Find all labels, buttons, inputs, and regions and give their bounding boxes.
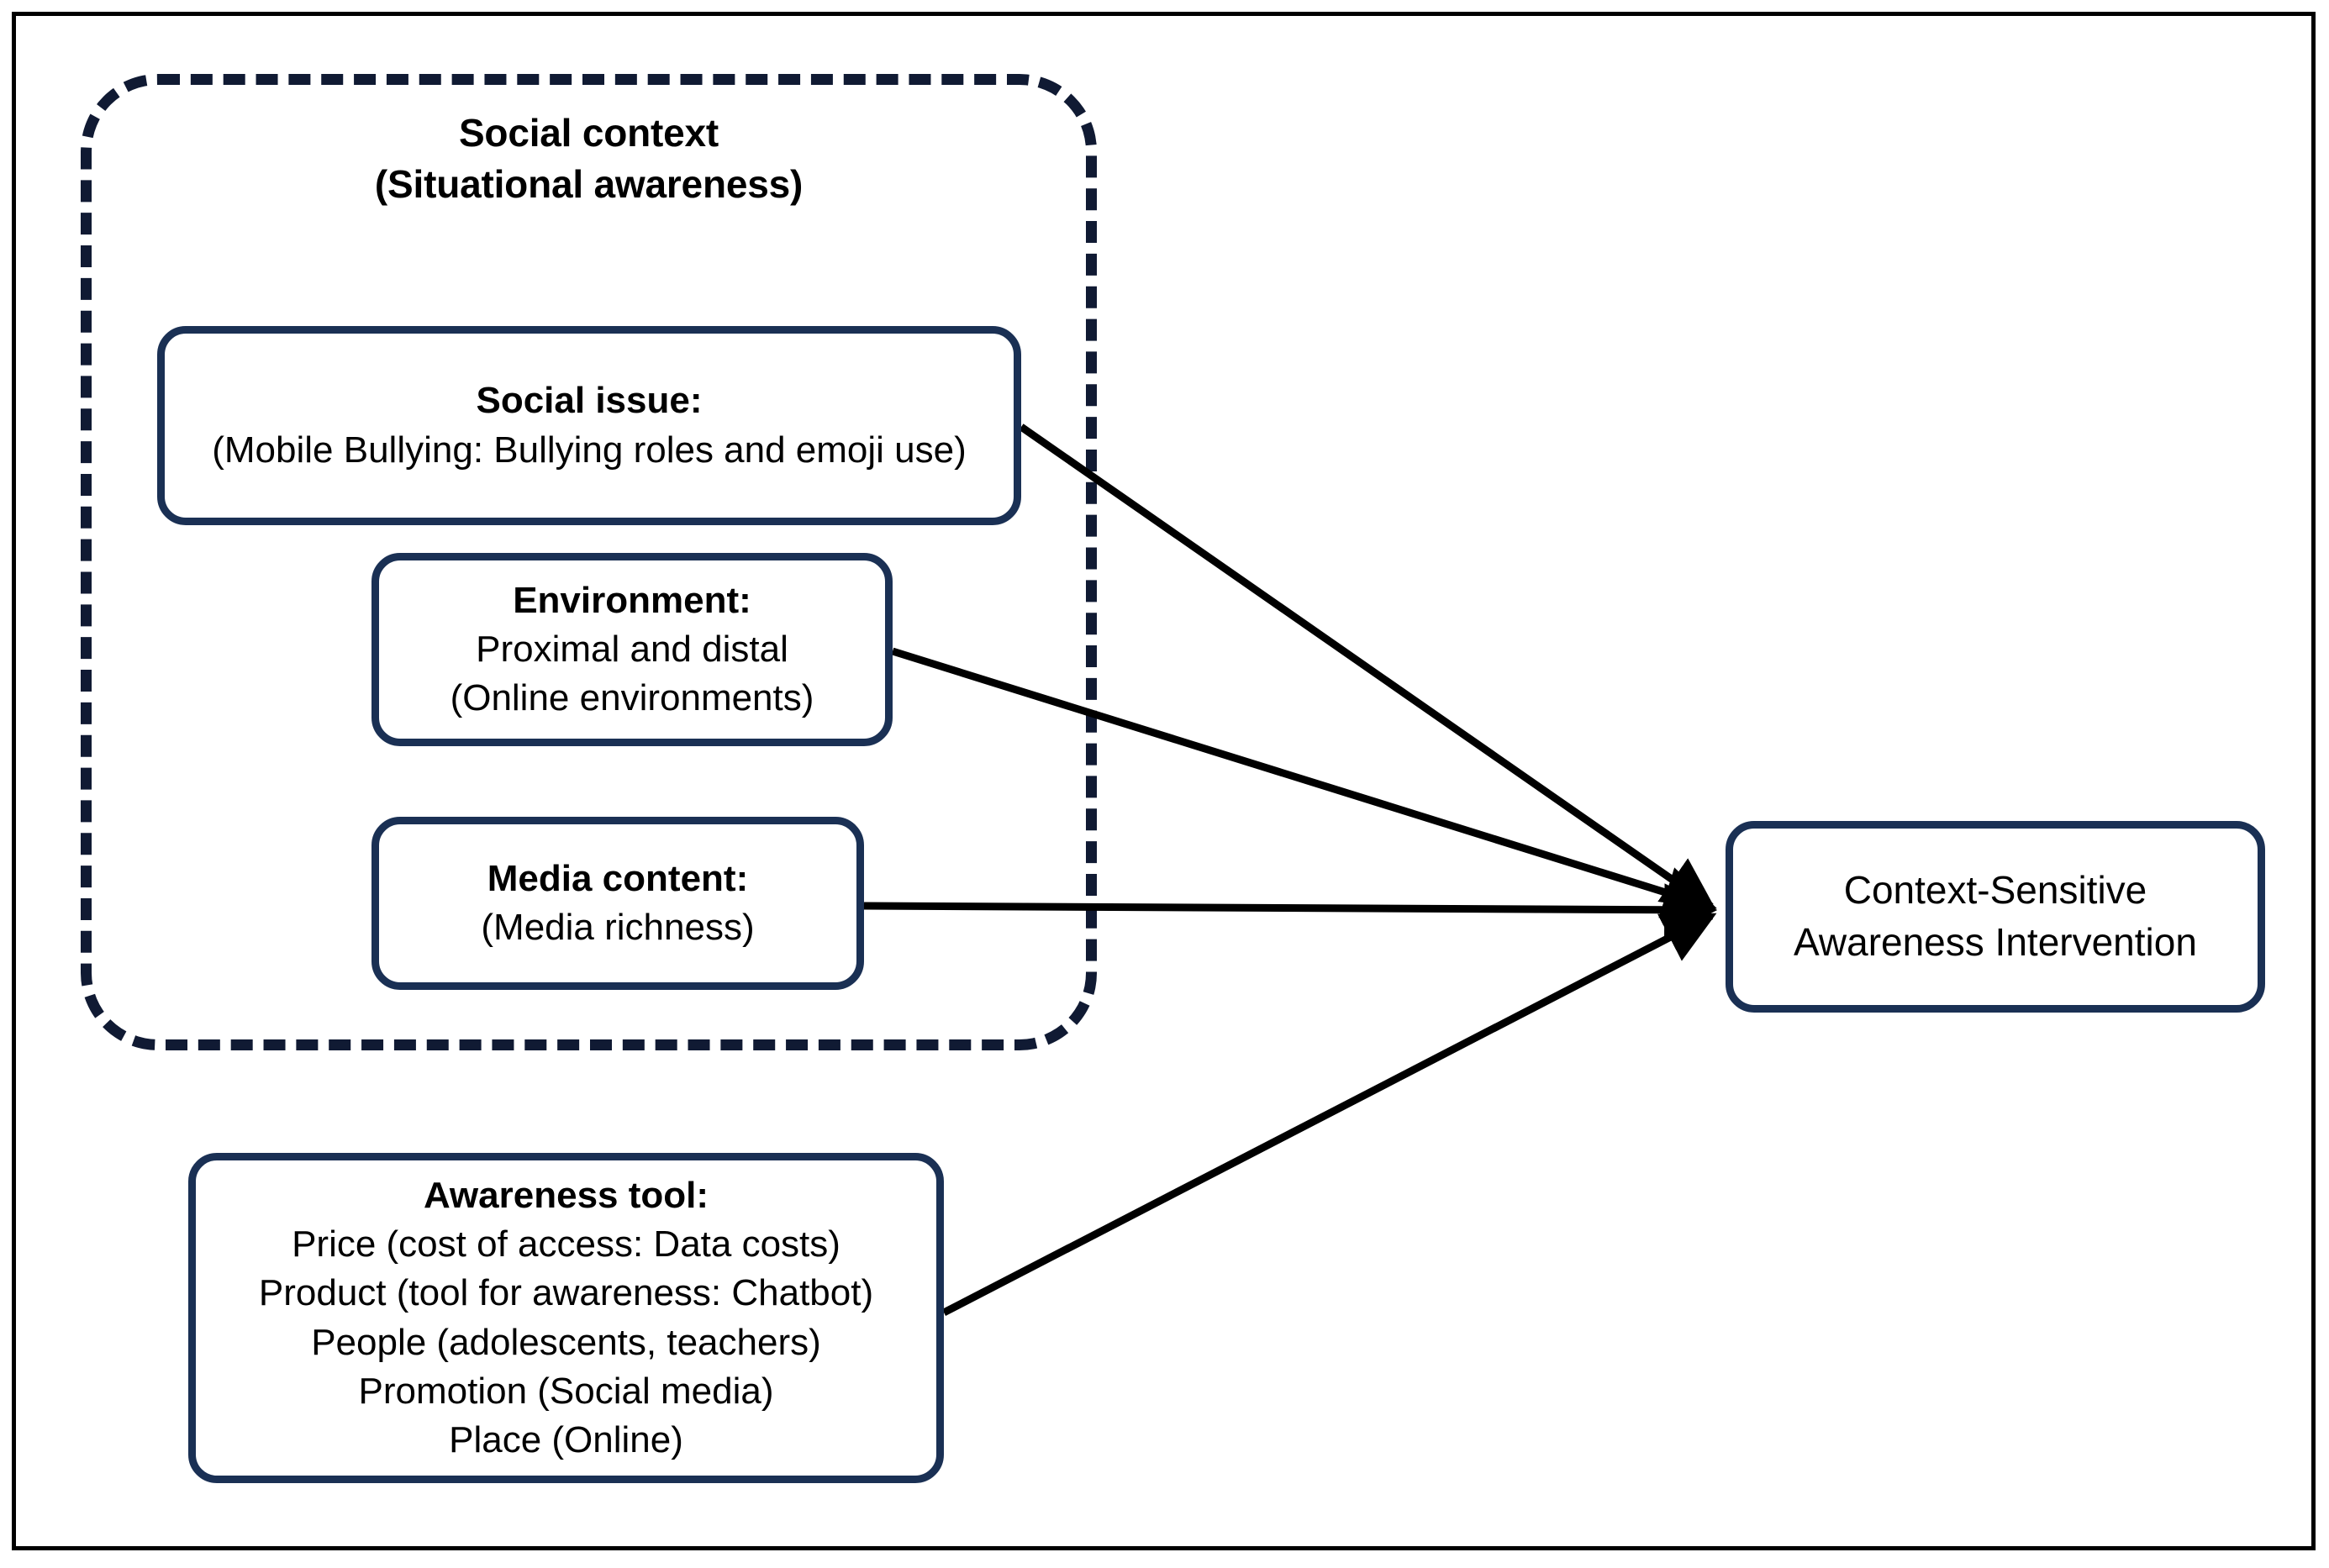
node-intervention-line-1: Context-Sensitive xyxy=(1843,868,2147,913)
node-awareness-tool-line-1: Price (cost of access: Data costs) xyxy=(292,1223,840,1265)
node-social-issue-title: Social issue: xyxy=(476,380,703,422)
node-environment-title: Environment: xyxy=(513,579,751,621)
node-media-content[interactable]: Media content: (Media richness) xyxy=(371,817,864,990)
node-awareness-tool-title: Awareness tool: xyxy=(423,1175,709,1217)
node-awareness-tool-line-2: Product (tool for awareness: Chatbot) xyxy=(258,1272,874,1314)
social-context-title: Social context (Situational awareness) xyxy=(81,108,1097,210)
node-awareness-tool-line-5: Place (Online) xyxy=(449,1418,683,1460)
node-social-issue[interactable]: Social issue: (Mobile Bullying: Bullying… xyxy=(157,326,1021,525)
node-awareness-tool[interactable]: Awareness tool: Price (cost of access: D… xyxy=(188,1153,944,1483)
node-intervention-line-2: Awareness Intervention xyxy=(1794,920,2197,964)
node-environment-line-1: Proximal and distal xyxy=(476,628,788,670)
node-social-issue-line-1: (Mobile Bullying: Bullying roles and emo… xyxy=(212,429,967,471)
social-context-title-line-1: Social context xyxy=(458,111,719,155)
node-awareness-tool-line-4: Promotion (Social media) xyxy=(358,1370,774,1412)
node-media-content-title: Media content: xyxy=(487,857,749,899)
node-environment-line-2: (Online environments) xyxy=(450,677,814,719)
social-context-title-line-2: (Situational awareness) xyxy=(374,162,804,207)
node-intervention[interactable]: Context-Sensitive Awareness Intervention xyxy=(1726,821,2265,1013)
node-awareness-tool-line-3: People (adolescents, teachers) xyxy=(311,1321,821,1363)
node-media-content-line-1: (Media richness) xyxy=(481,907,755,948)
node-environment[interactable]: Environment: Proximal and distal (Online… xyxy=(371,553,893,746)
